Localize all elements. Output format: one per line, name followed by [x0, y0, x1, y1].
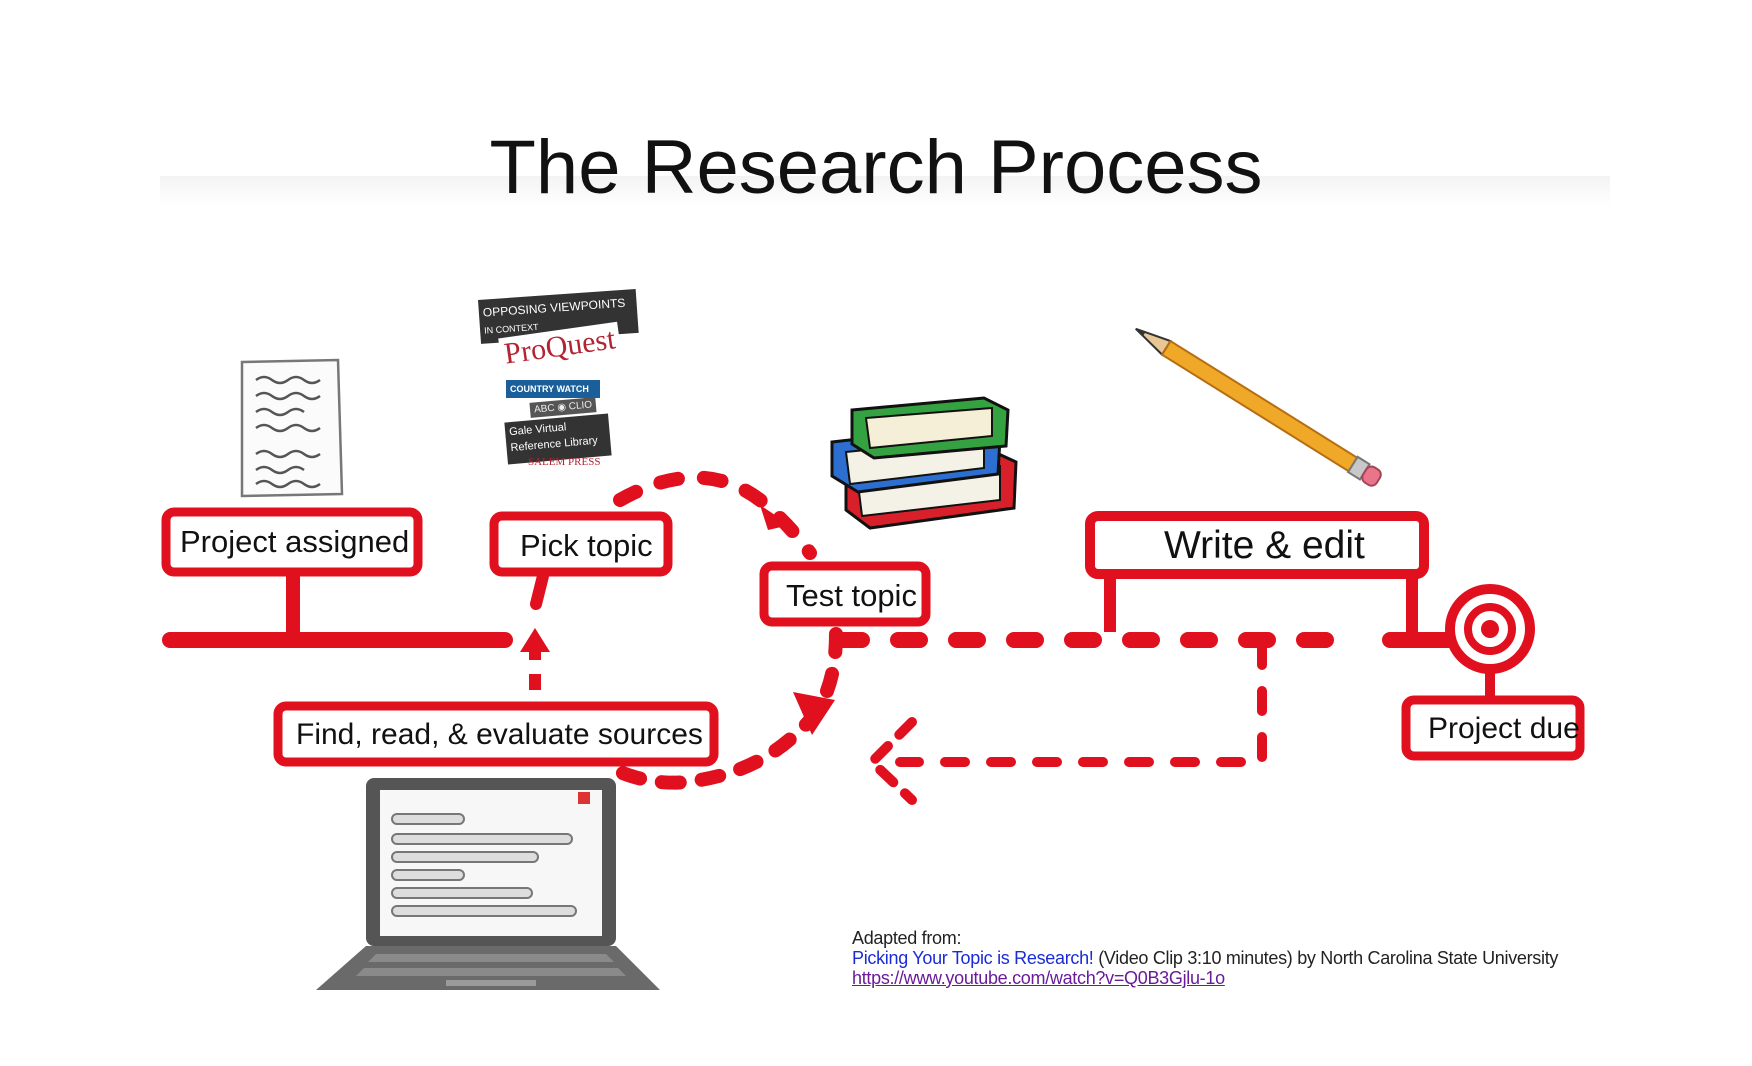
laptop-icon — [316, 778, 660, 990]
page-title: The Research Process — [489, 125, 1263, 210]
document-icon — [240, 358, 344, 498]
credit-adapted: Adapted from: — [852, 928, 962, 948]
label-pick-topic: Pick topic — [520, 528, 653, 563]
box-write-edit — [1085, 511, 1429, 579]
loop-arrowhead-2 — [793, 692, 835, 735]
credit-video: Picking Your Topic is Research! (Video C… — [852, 948, 1572, 968]
loop-test-to-find — [613, 627, 843, 790]
title-band — [160, 176, 1610, 206]
video-info: (Video Clip 3:10 minutes) by North Carol… — [1093, 948, 1559, 968]
label-test-topic: Test topic — [786, 578, 917, 613]
box-project-due — [1401, 695, 1585, 761]
box-pick-topic — [489, 511, 673, 577]
label-project-assigned: Project assigned — [180, 524, 410, 559]
label-find-sources: Find, read, & evaluate sources — [296, 718, 703, 751]
loop-arrowhead-1 — [760, 505, 790, 530]
arrow-up-head — [520, 628, 550, 652]
pencil-icon — [1135, 327, 1382, 487]
video-title-link[interactable]: Picking Your Topic is Research! — [852, 948, 1094, 968]
logo-salem-press: SALEM PRESS — [528, 456, 601, 468]
box-find-sources — [273, 701, 719, 767]
books-icon — [830, 396, 1018, 530]
return-arrowhead — [864, 717, 917, 805]
video-url-link[interactable]: https://www.youtube.com/watch?v=Q0B3Gjlu… — [852, 968, 1225, 988]
database-logos: OPPOSING VIEWPOINTS IN CONTEXT ProQuest … — [478, 288, 648, 470]
label-write-edit: Write & edit — [1164, 524, 1365, 567]
box-test-topic — [759, 561, 931, 627]
target-icon — [1445, 584, 1535, 674]
source-credit: Adapted from: Picking Your Topic is Rese… — [852, 928, 1572, 988]
label-project-due: Project due — [1428, 712, 1580, 745]
loop-pick-to-test — [613, 470, 817, 560]
return-loop — [895, 640, 1267, 767]
logo-countrywatch: COUNTRY WATCH — [506, 380, 600, 398]
pick-topic-stem — [530, 570, 549, 610]
box-project-assigned — [161, 507, 423, 577]
